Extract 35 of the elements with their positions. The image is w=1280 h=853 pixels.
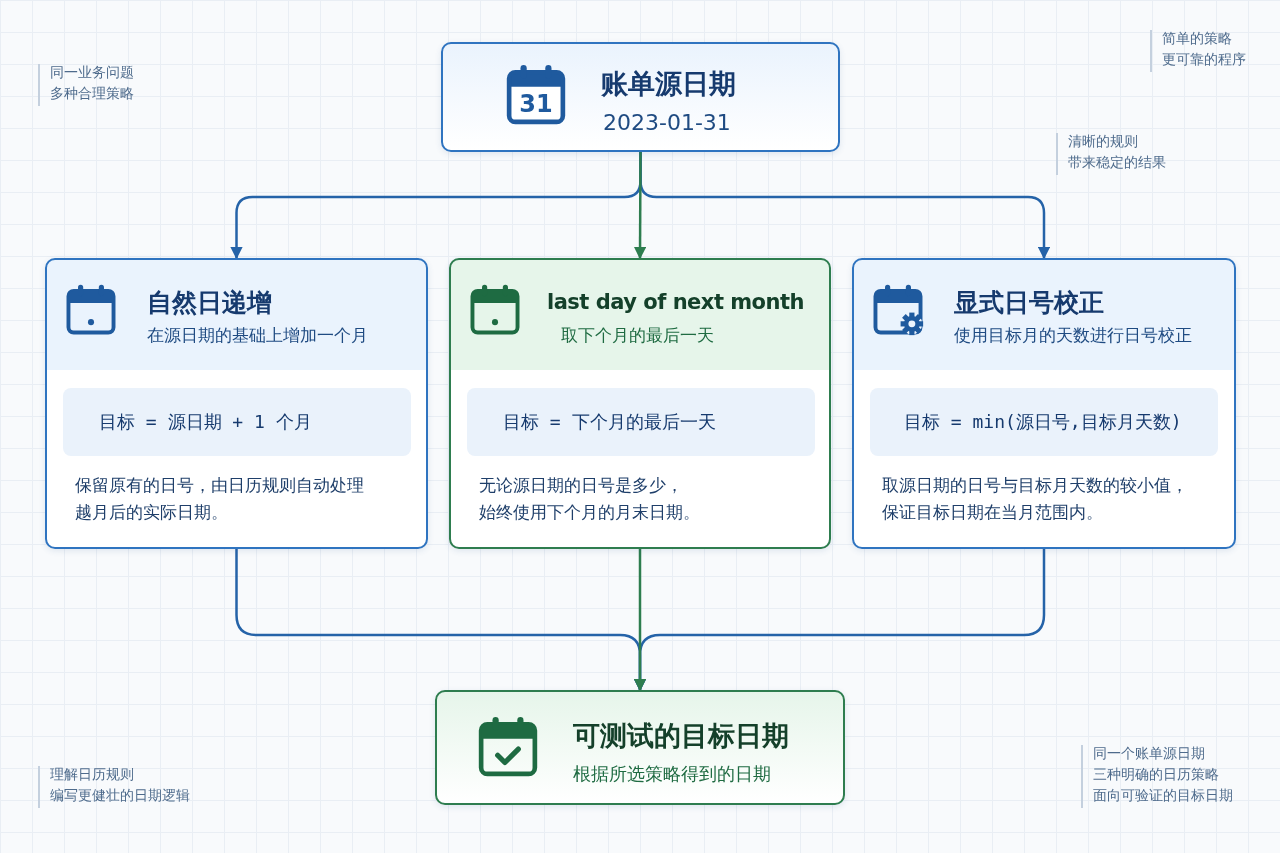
card-subtitle: 使用目标月的天数进行日号校正	[954, 324, 1192, 347]
formula-text: 目标 = min(源日号,目标月天数)	[904, 410, 1182, 434]
formula-text: 目标 = 下个月的最后一天	[503, 410, 716, 434]
note-text: 面向可验证的目标日期	[1093, 786, 1233, 805]
card-description: 取源日期的日号与目标月天数的较小值，保证目标日期在当月范围内。	[882, 474, 1189, 524]
title-text: 可测试的目标日期	[573, 719, 789, 753]
card-title: last day of next month	[547, 290, 804, 314]
result-box	[435, 690, 845, 805]
card-title: 自然日递增	[147, 287, 272, 319]
note-text: 理解日历规则	[50, 765, 134, 784]
note-text: 带来稳定的结果	[1068, 153, 1166, 172]
note-text: 清晰的规则	[1068, 132, 1138, 151]
card-description: 无论源日期的日号是多少，始终使用下个月的月末日期。	[479, 474, 701, 524]
formula-text: 目标 = 源日期 + 1 个月	[99, 410, 312, 434]
strategy-card	[45, 258, 428, 549]
arrow	[633, 549, 647, 692]
card-subtitle: 在源日期的基础上增加一个月	[147, 324, 368, 347]
title-text: 账单源日期	[601, 67, 736, 101]
source-box	[441, 42, 840, 152]
card-subtitle: 取下个月的最后一天	[561, 324, 714, 347]
date-text: 2023-01-31	[603, 110, 731, 135]
note-text: 更可靠的程序	[1162, 50, 1246, 69]
card-description: 保留原有的日号，由日历规则自动处理越月后的实际日期。	[75, 474, 365, 524]
strategy-card	[449, 258, 831, 549]
note-text: 编写更健壮的日期逻辑	[50, 786, 190, 805]
note-text: 同一个账单源日期	[1093, 744, 1205, 763]
arrow	[633, 152, 647, 260]
calendar-date-number: 31	[519, 90, 553, 118]
subtitle-text: 根据所选策略得到的日期	[573, 762, 771, 786]
note-text: 三种明确的日历策略	[1093, 765, 1219, 784]
card-title: 显式日号校正	[954, 287, 1104, 319]
strategy-card	[852, 258, 1236, 549]
note-text: 同一业务问题	[50, 63, 134, 82]
note-text: 简单的策略	[1162, 29, 1232, 48]
note-text: 多种合理策略	[50, 84, 134, 103]
